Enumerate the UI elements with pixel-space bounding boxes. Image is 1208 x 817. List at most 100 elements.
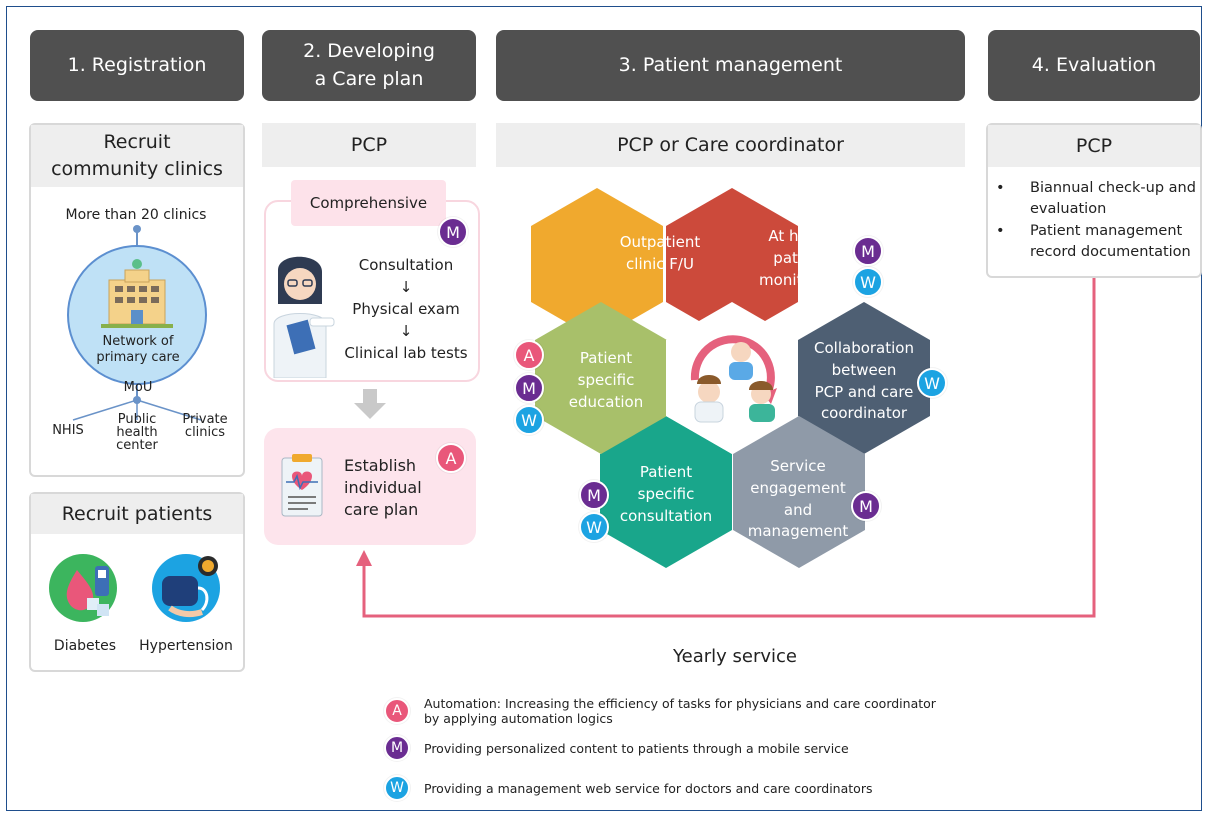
recruit-clinics-title-line2: community clinics: [51, 158, 223, 180]
checkup-line1: Biannual check-up and: [1030, 180, 1196, 196]
care-plan-steps: Consultation ↓ Physical exam ↓ Clinical …: [336, 254, 476, 364]
link-nhis: [72, 399, 138, 421]
legend-web: W Providing a management web service for…: [384, 775, 872, 801]
step-evaluation-header: 4. Evaluation: [988, 30, 1200, 101]
recruit-patients-title: Recruit patients: [61, 502, 213, 525]
establish-line3: care plan: [344, 500, 419, 519]
diabetes-label: Diabetes: [53, 638, 117, 654]
care-plan-pcp-header: PCP: [262, 123, 476, 167]
hex-service-label: Service engagement and management: [736, 456, 860, 543]
legend-web-text: Providing a management web service for d…: [424, 780, 873, 796]
hex-home-line1: At home: [768, 227, 832, 245]
public-label-line2: health: [116, 425, 158, 440]
recruit-clinics-header: Recruit community clinics: [31, 125, 243, 187]
hex-outpatient-line2: clinic F/U: [626, 254, 694, 273]
arrow-down-icon: ↓: [399, 322, 413, 340]
down-arrow-icon: [354, 389, 386, 419]
hex-edu-line2: specific: [577, 370, 635, 389]
step-care-plan-label-line1: 2. Developing: [303, 39, 435, 62]
hypertension-label: Hypertension: [139, 638, 233, 654]
step-lab-tests: Clinical lab tests: [344, 344, 468, 362]
step-patient-management-label: 3. Patient management: [618, 53, 843, 76]
hex-service-line2: engagement: [750, 478, 846, 497]
nhis-label: NHIS: [52, 423, 84, 438]
bullet-icon: •: [996, 223, 1005, 239]
badge-m-comprehensive: M: [438, 217, 468, 247]
hex-consult-line3: consultation: [619, 506, 713, 525]
care-plan-pcp-label: PCP: [350, 133, 388, 156]
legend-automation-line1: Automation: Increasing the efficiency of…: [424, 696, 936, 711]
care-team-illustration-icon: [690, 335, 777, 423]
legend-a-icon: A: [384, 698, 410, 724]
public-label-line3: center: [116, 438, 158, 453]
hex-home-line2: patient: [773, 248, 827, 267]
step-registration-header: 1. Registration: [30, 30, 244, 101]
private-label-line1: Private: [182, 412, 228, 427]
hex-outpatient: [531, 188, 663, 340]
hospital-building-icon: [101, 259, 173, 328]
yearly-loop-arrow: [356, 278, 1096, 618]
hex-home-line3: monitoring: [759, 270, 841, 289]
hex-collab-line1: Collaboration: [814, 339, 914, 357]
private-clinics-label: Private clinics: [176, 413, 234, 439]
hex-collaboration: [798, 302, 930, 454]
network-graphic: [67, 225, 207, 421]
legend-automation: A Automation: Increasing the efficiency …: [384, 696, 936, 726]
hex-service-engagement: [733, 416, 865, 568]
establish-line1: Establish: [344, 456, 417, 475]
recruit-clinics-title-line1: Recruit: [103, 131, 171, 154]
badge-w-home: W: [853, 267, 883, 297]
record-line2: record documentation: [1030, 244, 1191, 260]
step-evaluation-label: 4. Evaluation: [1031, 53, 1157, 76]
patient-management-role-label: PCP or Care coordinator: [617, 133, 844, 156]
legend-automation-text: Automation: Increasing the efficiency of…: [424, 696, 936, 726]
hex-education-label: Patient specific education: [544, 348, 668, 413]
badge-w-collaboration: W: [917, 368, 947, 398]
hex-edu-line1: Patient: [579, 349, 633, 367]
evaluation-pcp-header: PCP: [988, 125, 1200, 167]
establish-line2: individual: [344, 478, 422, 497]
hex-home-label: At home patient monitoring: [734, 226, 866, 291]
checkup-line2: evaluation: [1030, 201, 1107, 217]
legend-mobile-text: Providing personalized content to patien…: [424, 740, 849, 756]
legend-m-icon: M: [384, 735, 410, 761]
legend-mobile: M Providing personalized content to pati…: [384, 735, 849, 761]
diabetes-icon: [49, 554, 117, 622]
recruit-patients-header: Recruit patients: [31, 494, 243, 534]
badge-a-education: A: [514, 340, 544, 370]
badge-m-service: M: [851, 491, 881, 521]
badge-w-education: W: [514, 405, 544, 435]
hex-collab-line2: between: [831, 360, 897, 379]
hex-service-line3: and: [783, 500, 813, 519]
step-care-plan-label-line2: a Care plan: [314, 67, 424, 90]
record-line1: Patient management: [1030, 223, 1183, 239]
network-label: Network of primary care: [90, 334, 186, 365]
evaluation-item-record: • Patient management record documentation: [996, 221, 1196, 263]
hex-education: [535, 302, 667, 454]
evaluation-pcp-label: PCP: [1075, 134, 1113, 157]
arrow-down-icon: ↓: [399, 278, 413, 296]
hex-consult-line1: Patient: [639, 463, 693, 481]
bullet-icon: •: [996, 180, 1005, 196]
network-node-top: [133, 225, 141, 233]
badge-m-education: M: [514, 373, 544, 403]
step-care-plan-header: 2. Developing a Care plan: [262, 30, 476, 101]
hex-collaboration-label: Collaboration between PCP and care coord…: [800, 338, 928, 425]
network-label-line1: Network of: [102, 334, 174, 349]
hex-service-line1: Service: [770, 457, 826, 475]
evaluation-list: • Biannual check-up and evaluation • Pati…: [996, 178, 1196, 263]
step-patient-management-header: 3. Patient management: [496, 30, 965, 101]
hex-consultation-label: Patient specific consultation: [604, 462, 728, 527]
badge-m-home: M: [853, 236, 883, 266]
public-health-center-label: Public health center: [108, 413, 166, 452]
step-registration-label: 1. Registration: [67, 53, 207, 76]
public-label-line1: Public: [117, 412, 157, 427]
network-label-line2: primary care: [96, 349, 180, 365]
mou-label: MoU: [123, 380, 153, 395]
hex-collab-line4: coordinator: [820, 404, 908, 423]
evaluation-item-checkup-text: Biannual check-up and evaluation: [1030, 178, 1196, 220]
hex-consultation: [600, 416, 732, 568]
evaluation-item-checkup: • Biannual check-up and evaluation: [996, 178, 1196, 220]
link-private: [136, 399, 202, 421]
clinics-count: More than 20 clinics: [65, 207, 207, 223]
